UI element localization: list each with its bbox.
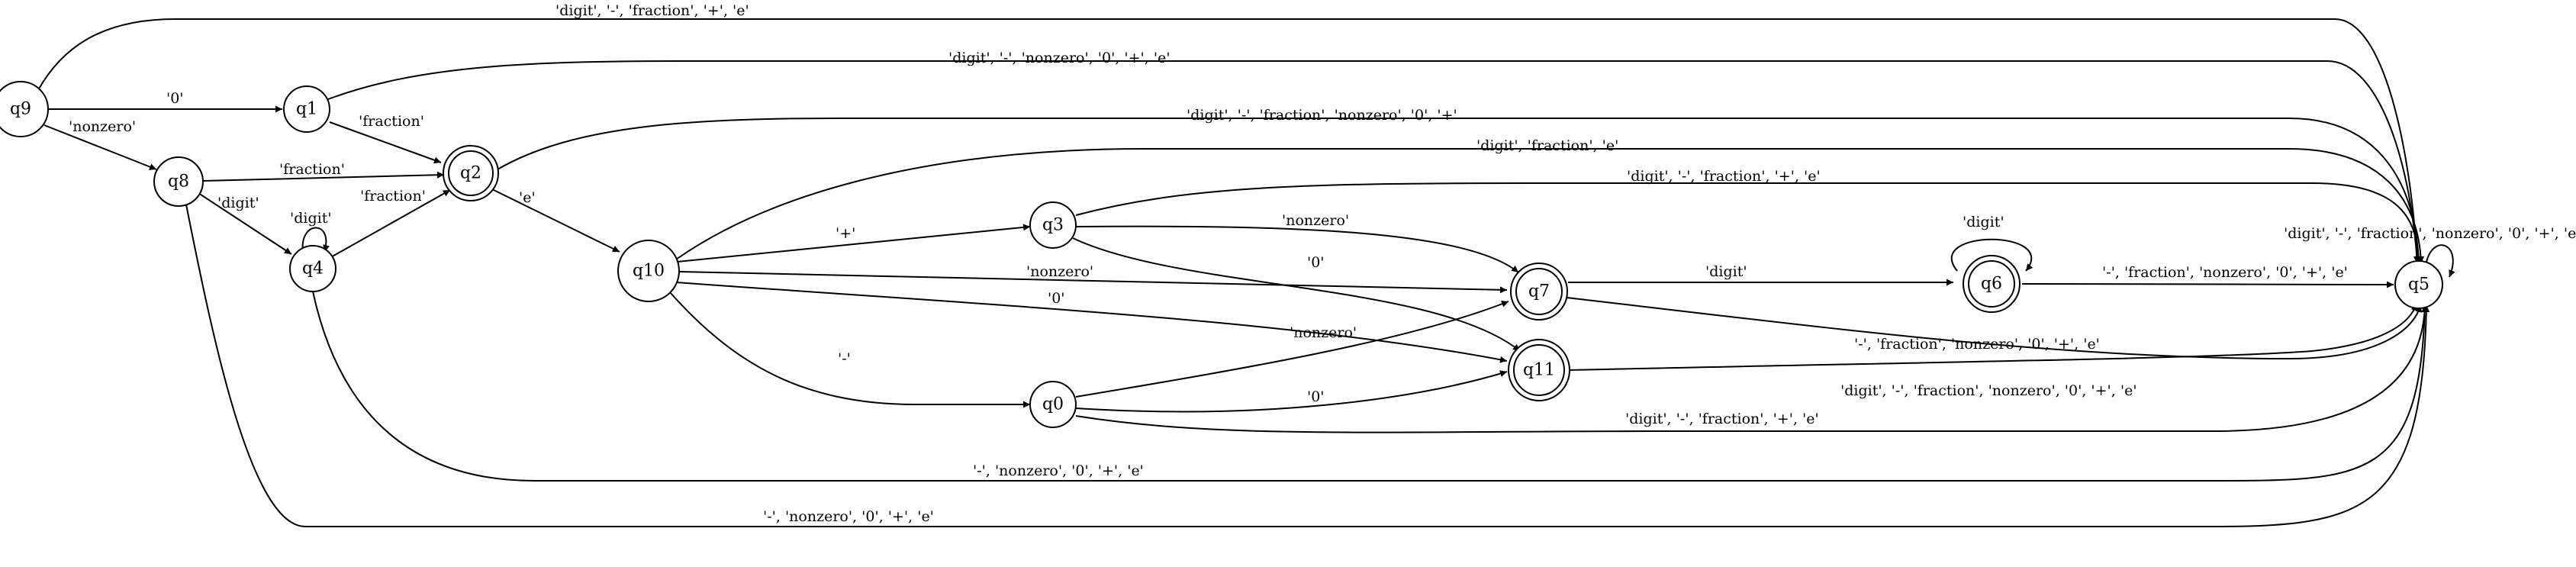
edge-q2-q5 <box>497 118 2423 264</box>
state-circle <box>1029 201 1077 249</box>
edge-q6-q5 <box>2021 281 2394 288</box>
edge-q0-q7 <box>1075 301 1509 398</box>
transitions <box>37 18 2455 527</box>
label-q3-q5: 'digit', '-', 'fraction', '+', 'e' <box>1627 168 1821 185</box>
state-q8[interactable]: q8 <box>153 156 204 207</box>
state-label: q2 <box>460 164 481 183</box>
label-q10-q5: 'digit', 'fraction', 'e' <box>1476 137 1618 154</box>
accepting-state-inner <box>1515 268 1563 315</box>
edge-q10-q3 <box>677 224 1031 263</box>
label-q0-q11: '0' <box>1307 388 1325 405</box>
edge-q5-q5 <box>2426 244 2455 278</box>
state-circle <box>617 240 680 302</box>
label-q7-q5: '-', 'fraction', 'nonzero', '0', '+', 'e… <box>1854 336 2100 353</box>
state-q2[interactable]: q2 <box>443 145 499 201</box>
label-q1-q5: 'digit', '-', 'nonzero', '0', '+', 'e' <box>948 50 1170 66</box>
label-q2-q5: 'digit', '-', 'fraction', 'nonzero', '0'… <box>1187 107 1457 124</box>
state-q4[interactable]: q4 <box>289 245 336 292</box>
label-q7-q6: 'digit' <box>1705 263 1747 280</box>
edge-q9-q5 <box>37 18 2420 264</box>
edge-q10-q0 <box>669 292 1030 408</box>
state-q1[interactable]: q1 <box>283 85 330 133</box>
label-q3-q7: 'nonzero' <box>1282 212 1349 229</box>
label-q10-q3: '+' <box>836 225 855 242</box>
edge-q8-q2 <box>202 171 445 182</box>
label-q4-q2: 'fraction' <box>360 188 426 205</box>
edge-q7-q5 <box>1566 297 2423 360</box>
state-label: q5 <box>2408 275 2429 295</box>
edge-q3-q11 <box>1072 237 1521 352</box>
label-q8-q4: 'digit' <box>217 195 259 211</box>
state-q3[interactable]: q3 <box>1029 201 1077 249</box>
edge-q10-q7 <box>678 271 1508 294</box>
label-q10-q7: 'nonzero' <box>1026 263 1093 280</box>
edge-q0-q11 <box>1075 370 1508 413</box>
label-q0-q5: 'digit', '-', 'fraction', '+', 'e' <box>1625 411 1819 427</box>
label-q8-q5: '-', 'nonzero', '0', '+', 'e' <box>763 508 934 525</box>
label-q10-q11: '0' <box>1048 290 1065 307</box>
edge-q10-q5 <box>675 148 2425 264</box>
edge-q0-q5 <box>1075 304 2429 433</box>
label-q2-q10: 'e' <box>519 189 536 206</box>
state-label: q6 <box>1981 275 2002 294</box>
edge-q1-q5 <box>327 60 2420 264</box>
state-label: q8 <box>168 172 189 192</box>
label-q0-q7: 'nonzero' <box>1290 324 1357 341</box>
start-state-circle <box>0 81 49 137</box>
label-q9-q1: '0' <box>166 90 184 107</box>
label-q8-q2: 'fraction' <box>279 161 345 178</box>
state-circle <box>2394 260 2443 309</box>
edge-q4-q4 <box>301 227 330 253</box>
label-q3-q11: '0' <box>1307 254 1325 271</box>
label-q4-q4: 'digit' <box>290 210 332 227</box>
transition-labels: 'digit', '-', 'fraction', '+', 'e' '0' '… <box>69 2 2576 525</box>
edge-q8-q4 <box>198 192 292 255</box>
edge-q2-q10 <box>491 188 620 253</box>
state-q7[interactable]: q7 <box>1510 263 1568 321</box>
state-circle <box>1029 381 1077 428</box>
label-q11-q5: 'digit', '-', 'fraction', 'nonzero', '0'… <box>1840 382 2137 399</box>
state-q5[interactable]: q5 <box>2394 260 2443 309</box>
edge-q11-q5 <box>1567 303 2418 371</box>
state-label: q4 <box>302 259 324 279</box>
edge-q8-q5 <box>185 200 2430 527</box>
edge-q10-q11 <box>675 282 1508 363</box>
accepting-state-inner <box>1968 260 2015 308</box>
edge-q9-q8 <box>43 124 157 170</box>
edge-q6-q6 <box>1950 238 2033 272</box>
state-q10[interactable]: q10 <box>617 240 680 302</box>
edge-q3-q5 <box>1075 182 2423 264</box>
accepting-state-inner <box>1513 344 1565 396</box>
label-q5-q5: 'digit', '-', 'fraction', 'nonzero', '0'… <box>2284 225 2576 242</box>
state-label: q3 <box>1042 216 1064 235</box>
label-q4-q5: '-', 'nonzero', '0', '+', 'e' <box>973 462 1144 479</box>
states: q9 q1 q8 q2 q4 q10 q3 q0 <box>0 81 2443 428</box>
state-q11[interactable]: q11 <box>1508 339 1570 401</box>
edge-q4-q5 <box>312 291 2429 482</box>
state-q9[interactable]: q9 <box>0 81 49 137</box>
state-label: q0 <box>1042 395 1064 414</box>
state-circle <box>289 245 336 292</box>
edge-q4-q2 <box>329 189 451 259</box>
state-circle <box>153 156 204 207</box>
label-q9-q8: 'nonzero' <box>69 118 136 135</box>
state-label: q1 <box>296 100 317 119</box>
label-q1-q2: 'fraction' <box>359 113 424 130</box>
state-label: q11 <box>1523 361 1555 380</box>
label-q10-q0: '-' <box>838 350 851 367</box>
label-q9-q5: 'digit', '-', 'fraction', '+', 'e' <box>555 2 749 19</box>
state-label: q10 <box>633 262 665 281</box>
state-label: q9 <box>10 100 31 119</box>
state-label: q7 <box>1528 282 1550 301</box>
state-q6[interactable]: q6 <box>1963 255 2021 313</box>
edge-q1-q2 <box>329 121 442 164</box>
state-circle <box>283 85 330 133</box>
label-q6-q5: '-', 'fraction', 'nonzero', '0', '+', 'e… <box>2102 264 2348 281</box>
state-q0[interactable]: q0 <box>1029 381 1077 428</box>
accepting-state-inner <box>448 150 494 196</box>
label-q6-q6: 'digit' <box>1963 214 2004 230</box>
edge-q3-q7 <box>1075 225 1519 273</box>
